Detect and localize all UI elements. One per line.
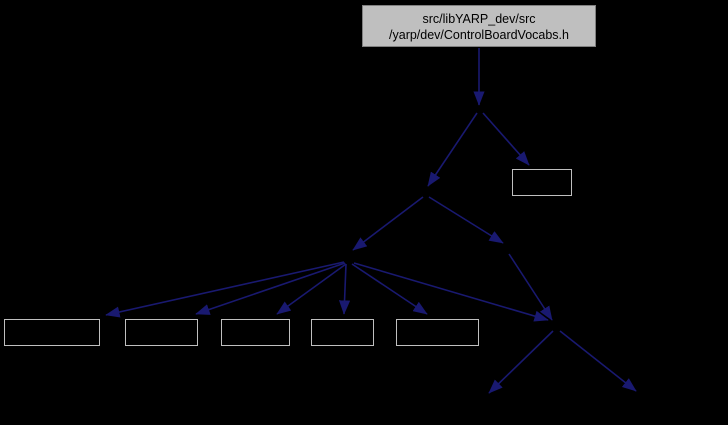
edge-junction-left-to-node-2	[105, 261, 345, 318]
graph-node-3-label	[126, 320, 197, 325]
graph-node-2[interactable]	[4, 319, 100, 346]
graph-node-2-label	[5, 320, 99, 325]
graph-node-3[interactable]	[125, 319, 198, 346]
edge-junction-left-to-node-6	[351, 263, 428, 315]
edge-junction-left-to-node-4	[276, 263, 347, 315]
graph-node-root-label-line1: src/libYARP_dev/src	[422, 12, 536, 26]
graph-node-root-label-line2: /yarp/dev/ControlBoardVocabs.h	[389, 28, 569, 42]
edge-junction-bottom-to-offscreen-left	[488, 330, 554, 394]
edge-junction-left-to-node-5	[338, 263, 351, 315]
graph-node-5-label	[312, 320, 373, 325]
edge-junction-left-to-junction-bottom	[353, 262, 549, 322]
graph-node-5[interactable]	[311, 319, 374, 346]
graph-node-1-label	[513, 170, 571, 175]
graph-node-6[interactable]	[396, 319, 479, 346]
edge-junction-mid-to-junction-left	[352, 196, 424, 251]
edge-junction-bottom-to-offscreen-right	[559, 330, 637, 392]
graph-node-4-label	[222, 320, 289, 325]
graph-node-4[interactable]	[221, 319, 290, 346]
edge-junction-mid-to-junction-right	[428, 196, 504, 244]
edge-junction-top-to-node-1	[482, 112, 530, 166]
edge-junction-top-to-junction-mid	[427, 112, 478, 187]
edge-junction-right-to-junction-bottom	[508, 253, 553, 321]
edge-junction-left-to-node-3	[195, 262, 346, 315]
graph-node-6-label	[397, 320, 478, 325]
graph-node-root[interactable]: src/libYARP_dev/src /yarp/dev/ControlBoa…	[362, 5, 596, 47]
graph-node-1[interactable]	[512, 169, 572, 196]
